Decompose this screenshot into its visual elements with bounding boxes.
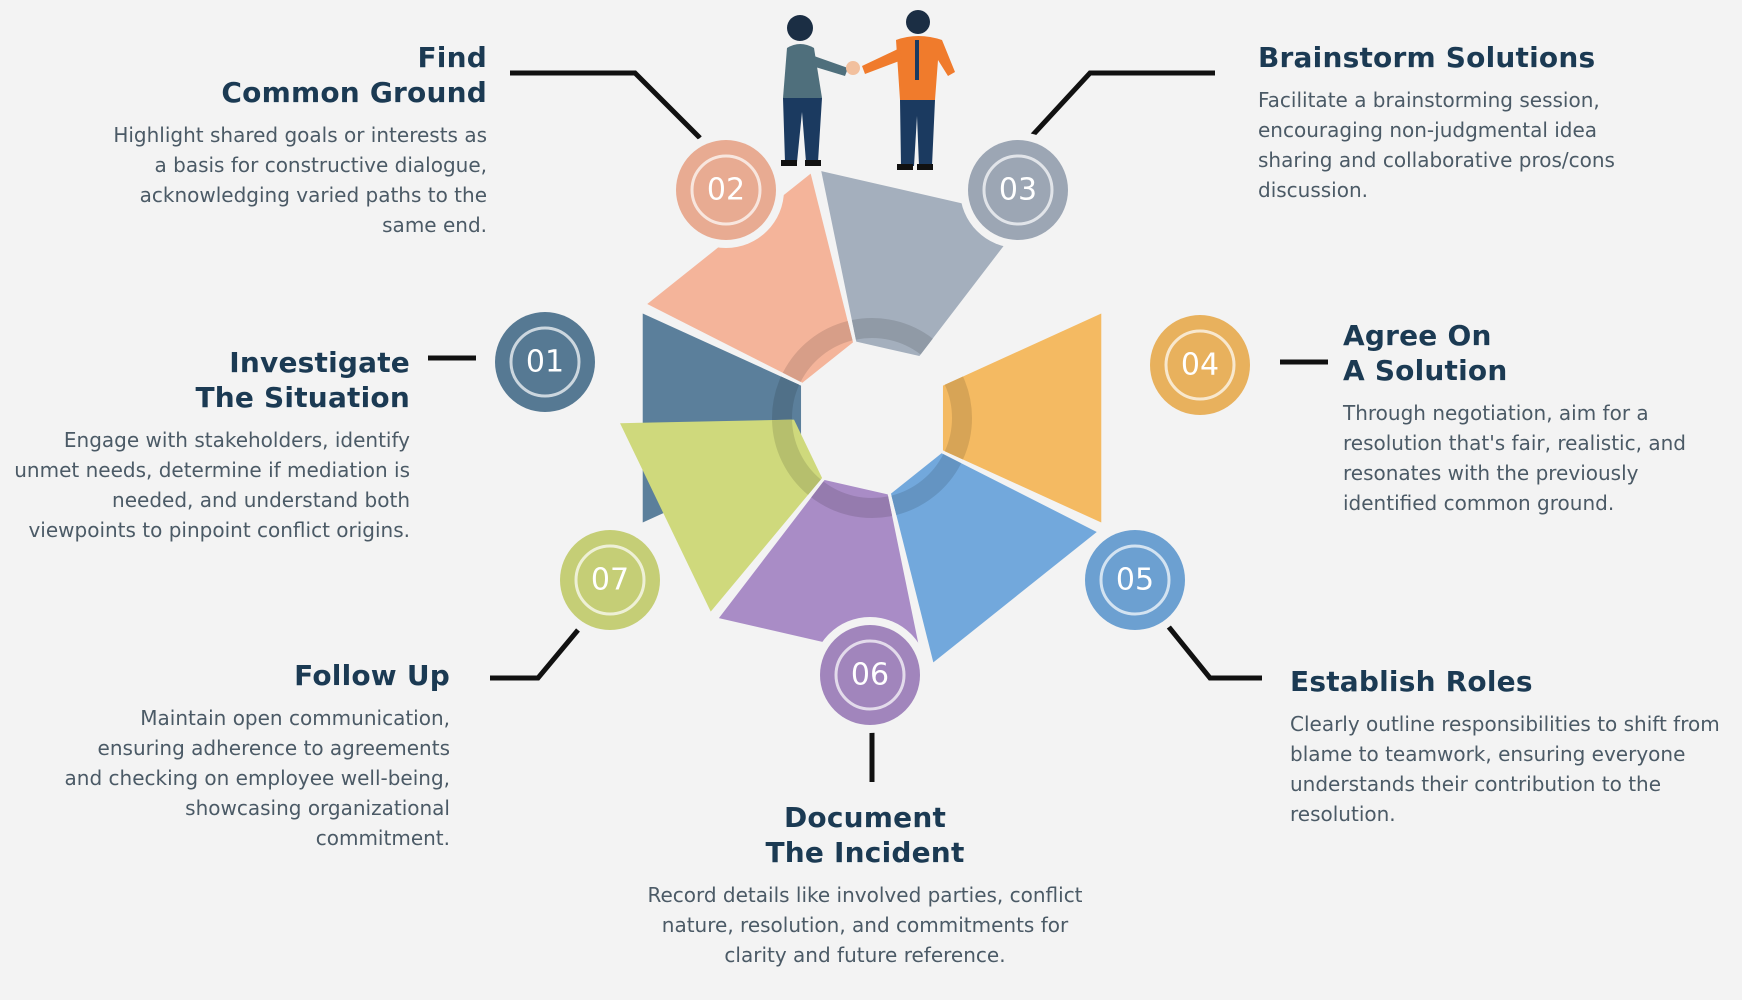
step-06-description: Record details like involved parties, co…: [647, 883, 1083, 967]
wheel-segment-accent-03: [851, 317, 933, 355]
step-badge-number-05: 05: [1116, 563, 1154, 598]
connector-line-05: [1166, 624, 1262, 681]
step-badge-inner-ring-05: [1099, 544, 1171, 616]
step-01-title-line2: The Situation: [195, 381, 410, 414]
step-04-title-line1: Agree On: [1343, 319, 1492, 352]
step-02-title-line2: Common Ground: [221, 76, 487, 109]
step-02-title: Find Common Ground: [95, 40, 487, 110]
connector-line-07: [490, 628, 580, 681]
step-badge-02: 02: [668, 132, 784, 248]
connector-line-02: [510, 70, 702, 140]
step-badge-number-07: 07: [591, 563, 629, 598]
step-03-title: Brainstorm Solutions: [1258, 41, 1596, 74]
step-badge-inner-ring-02: [690, 154, 762, 226]
step-07: Follow Up Maintain open communication, e…: [55, 658, 450, 853]
connector-lines: [428, 70, 1328, 782]
step-badge-number-06: 06: [851, 658, 889, 693]
step-badge-03: 03: [960, 132, 1076, 248]
connector-line-03: [1028, 70, 1215, 140]
step-04: Agree On A Solution Through negotiation,…: [1343, 318, 1733, 518]
step-badge-07: 07: [552, 522, 668, 638]
step-06-title-line2: The Incident: [765, 836, 965, 869]
wheel-segment-accent-04: [944, 376, 973, 460]
wheel-segment-02: [647, 173, 854, 383]
step-badge-inner-ring-06: [834, 639, 906, 711]
step-03-description: Facilitate a brainstorming session, enco…: [1258, 88, 1615, 202]
wheel-segment-accent-05: [891, 454, 962, 515]
step-06: Document The Incident Record details lik…: [640, 800, 1090, 970]
step-05-title: Establish Roles: [1290, 665, 1533, 698]
step-07-description: Maintain open communication, ensuring ad…: [64, 706, 450, 850]
wheel-segment-accent-07: [772, 419, 821, 495]
step-badge-inner-ring-01: [509, 326, 581, 398]
step-badge-inner-ring-04: [1164, 329, 1236, 401]
step-badge-number-02: 02: [707, 173, 745, 208]
step-badge-inner-ring-03: [982, 154, 1054, 226]
step-04-description: Through negotiation, aim for a resolutio…: [1343, 401, 1686, 515]
step-03: Brainstorm Solutions Facilitate a brains…: [1258, 40, 1658, 205]
step-02-description: Highlight shared goals or interests as a…: [113, 123, 487, 237]
wheel-segment-04: [942, 313, 1102, 523]
handshake-people-icon: [781, 10, 955, 170]
step-badge-inner-ring-07: [574, 544, 646, 616]
step-04-title-line2: A Solution: [1343, 354, 1508, 387]
step-badge-number-03: 03: [999, 173, 1037, 208]
step-05-description: Clearly outline responsibilities to shif…: [1290, 712, 1720, 826]
step-05: Establish Roles Clearly outline responsi…: [1290, 664, 1720, 829]
step-01-title: Investigate The Situation: [10, 345, 410, 415]
step-06-title: Document The Incident: [640, 800, 1090, 870]
wheel-segment-07: [620, 419, 823, 612]
step-01-title-line1: Investigate: [229, 346, 410, 379]
step-number-badges: 01 02 03 04 05 06 07: [487, 132, 1258, 733]
step-01: Investigate The Situation Engage with st…: [10, 345, 410, 545]
step-07-title: Follow Up: [294, 659, 450, 692]
step-01-description: Engage with stakeholders, identify unmet…: [14, 428, 410, 542]
step-badge-01: 01: [487, 304, 603, 420]
step-badge-06: 06: [812, 617, 928, 733]
step-02: Find Common Ground Highlight shared goal…: [95, 40, 487, 240]
wheel-hub: [802, 348, 942, 488]
step-02-title-line1: Find: [417, 41, 487, 74]
wheel-segment-accent-06: [811, 481, 893, 518]
step-04-title: Agree On A Solution: [1343, 318, 1733, 388]
person-right-icon: [862, 10, 955, 170]
step-badge-05: 05: [1077, 522, 1193, 638]
step-06-title-line1: Document: [783, 801, 947, 834]
step-badge-number-01: 01: [526, 345, 564, 380]
wheel-segment-accent-02: [782, 321, 853, 382]
wheel-segment-05: [890, 453, 1097, 663]
step-badge-number-04: 04: [1181, 348, 1219, 383]
wheel-hub-circle: [802, 348, 942, 488]
person-left-icon: [781, 15, 848, 166]
step-badge-04: 04: [1142, 307, 1258, 423]
